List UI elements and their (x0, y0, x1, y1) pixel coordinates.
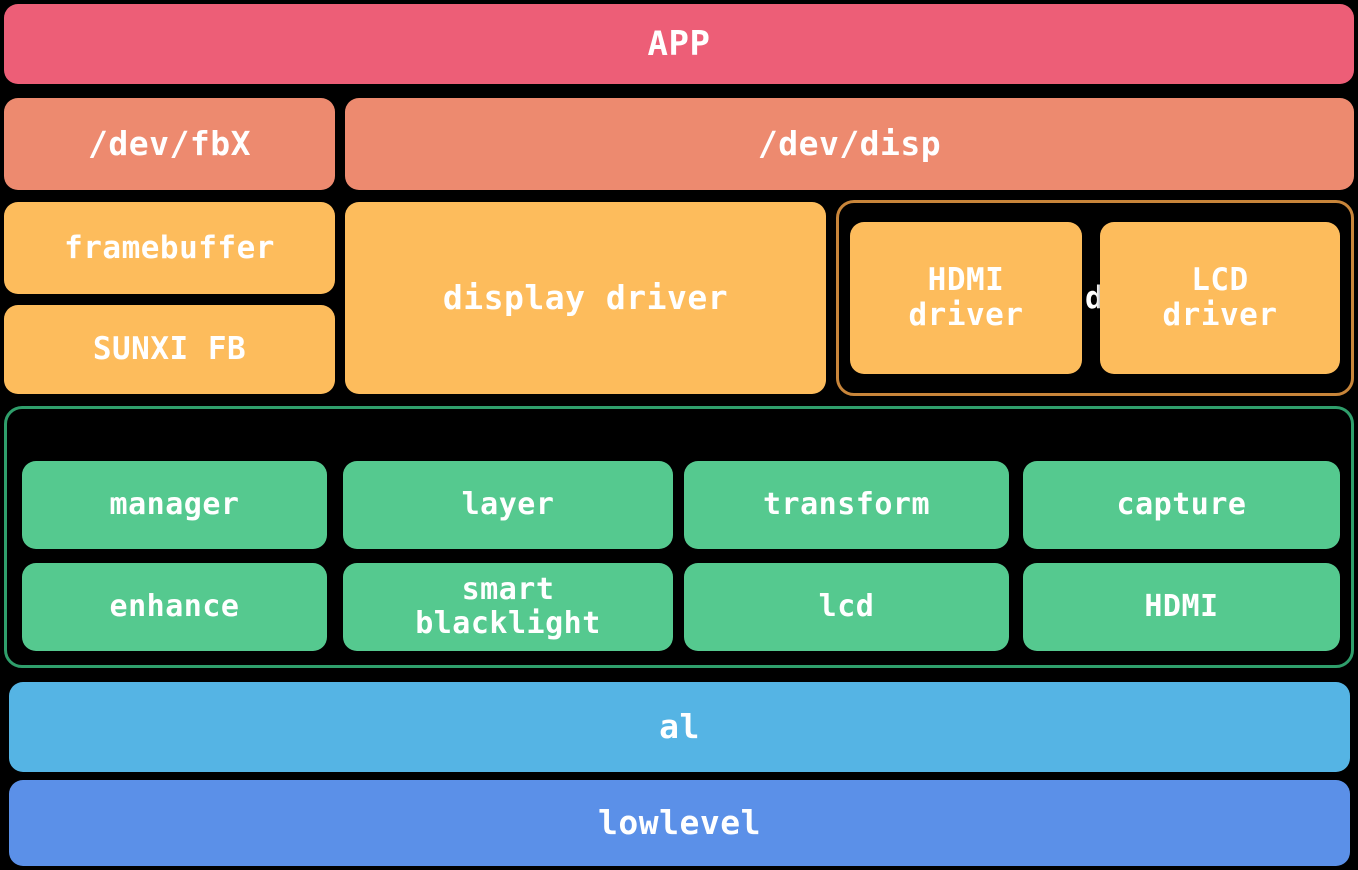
block-sunxi-fb[interactable]: SUNXI FB (4, 305, 335, 394)
block-hdmi-driver[interactable]: HDMI driver (850, 222, 1082, 374)
block-smart-blacklight[interactable]: smart blacklight (343, 563, 673, 651)
block-dev-disp[interactable]: /dev/disp (345, 98, 1354, 190)
block-dev-fbx[interactable]: /dev/fbX (4, 98, 335, 190)
block-layer[interactable]: layer (343, 461, 673, 549)
block-manager[interactable]: manager (22, 461, 327, 549)
block-enhance[interactable]: enhance (22, 563, 327, 651)
block-display-driver[interactable]: display driver (345, 202, 826, 394)
block-lcd-driver[interactable]: LCD driver (1100, 222, 1340, 374)
block-transform[interactable]: transform (684, 461, 1009, 549)
block-app[interactable]: APP (4, 4, 1354, 84)
block-lowlevel[interactable]: lowlevel (9, 780, 1350, 866)
block-framebuffer[interactable]: framebuffer (4, 202, 335, 294)
block-al[interactable]: al (9, 682, 1350, 772)
block-hdmi[interactable]: HDMI (1023, 563, 1340, 651)
block-lcd[interactable]: lcd (684, 563, 1009, 651)
block-capture[interactable]: capture (1023, 461, 1340, 549)
